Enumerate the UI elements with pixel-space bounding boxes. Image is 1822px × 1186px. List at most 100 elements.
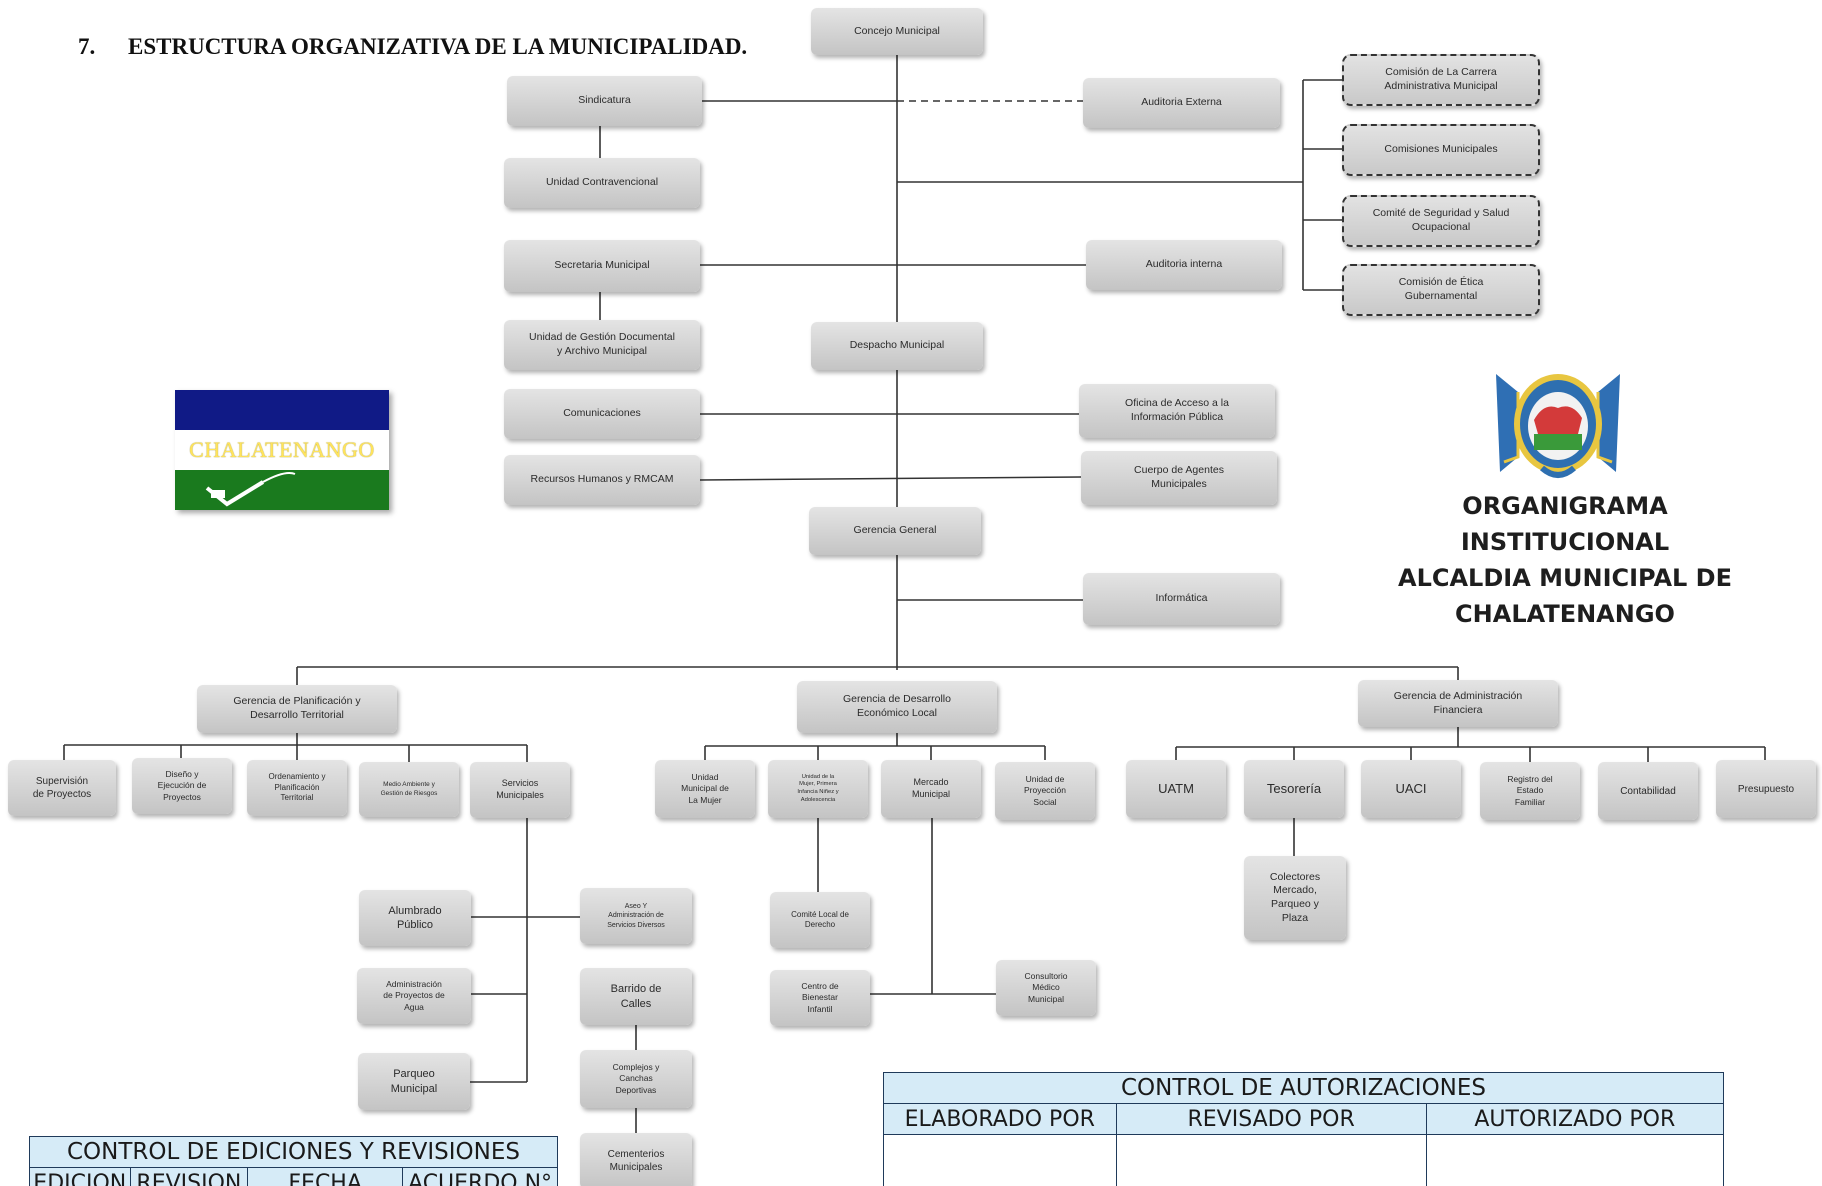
node-unidad-ninez: Unidad de la Mujer, Primera Infancia Niñ… (768, 760, 868, 818)
node-label: Ordenamiento y Planificación Territorial (268, 772, 326, 803)
node-centro-bienestar: Centro de Bienestar Infantil (770, 970, 870, 1026)
control-autorizaciones-title: CONTROL DE AUTORIZACIONES (883, 1072, 1724, 1104)
node-label: Presupuesto (1737, 783, 1795, 795)
node-oficina-acceso-informacion: Oficina de Acceso a la Información Públi… (1079, 384, 1275, 438)
node-mercado-municipal: Mercado Municipal (881, 760, 981, 818)
node-label: Unidad Municipal de La Mujer (681, 772, 729, 805)
node-cuerpo-agentes: Cuerpo de Agentes Municipales (1081, 451, 1277, 505)
node-servicios-municipales: Servicios Municipales (470, 762, 570, 818)
node-comisiones-municipales: Comisiones Municipales (1342, 124, 1540, 176)
flag-stripe-white (175, 430, 389, 470)
node-label: Supervisión de Proyectos (32, 776, 92, 800)
node-supervision-proyectos: Supervisión de Proyectos (8, 760, 116, 816)
node-sindicatura: Sindicatura (507, 76, 702, 126)
node-label: Gerencia General (853, 524, 937, 537)
node-label: Comisión de Ética Gubernamental (1398, 276, 1484, 302)
section-number: 7. (78, 34, 96, 59)
node-diseno-ejecucion: Diseño y Ejecución de Proyectos (132, 758, 232, 814)
node-gerencia-desarrollo: Gerencia de Desarrollo Económico Local (797, 681, 997, 733)
col-edicion: EDICION (29, 1167, 131, 1186)
node-label: Oficina de Acceso a la Información Públi… (1125, 397, 1229, 423)
node-label: Centro de Bienestar Infantil (801, 981, 839, 1014)
col-revision: REVISION (129, 1167, 249, 1186)
node-label: Complejos y Canchas Deportivas (612, 1062, 660, 1095)
node-consultorio-medico: Consultorio Médico Municipal (996, 960, 1096, 1016)
col-autorizado-por: AUTORIZADO POR (1425, 1103, 1725, 1135)
node-ordenamiento-territorial: Ordenamiento y Planificación Territorial (247, 760, 347, 816)
node-parqueo-municipal: Parqueo Municipal (358, 1053, 470, 1110)
node-label: Aseo Y Administración de Servicios Diver… (607, 903, 665, 929)
node-medio-ambiente: Medio Ambiente y Gestión de Riesgos (359, 762, 459, 817)
node-label: Medio Ambiente y Gestión de Riesgos (380, 781, 438, 797)
node-label: Concejo Municipal (854, 24, 940, 37)
node-secretaria-municipal: Secretaria Municipal (504, 240, 700, 292)
node-cementerios: Cementerios Municipales (580, 1133, 692, 1186)
node-label: Tesorería (1266, 780, 1322, 796)
chalatenango-flag: CHALATENANGO (175, 390, 389, 510)
node-label: UATM (1158, 780, 1194, 796)
title-line-1: ORGANIGRAMA INSTITUCIONAL (1460, 492, 1670, 556)
cell-autorizado-por (1425, 1134, 1725, 1186)
node-comite-local-derecho: Comité Local de Derecho (770, 892, 870, 948)
node-label: Informática (1155, 592, 1208, 605)
node-alumbrado-publico: Alumbrado Público (359, 890, 471, 946)
node-gestion-documental: Unidad de Gestión Documental y Archivo M… (504, 320, 700, 370)
node-auditoria-externa: Auditoria Externa (1083, 78, 1280, 128)
node-label: UACI (1395, 780, 1427, 796)
node-label: Unidad de Proyección Social (1023, 774, 1067, 807)
node-tesoreria: Tesorería (1244, 760, 1344, 818)
node-aseo-servicios: Aseo Y Administración de Servicios Diver… (580, 888, 692, 944)
org-chart-title: ORGANIGRAMA INSTITUCIONAL ALCALDIA MUNIC… (1355, 488, 1775, 632)
node-unidad-contravencional: Unidad Contravencional (504, 158, 700, 208)
node-label: Cuerpo de Agentes Municipales (1134, 464, 1224, 490)
node-label: Secretaria Municipal (554, 259, 650, 272)
node-label: Comisión de La Carrera Administrativa Mu… (1384, 66, 1498, 92)
municipal-coat-of-arms-icon (1496, 374, 1620, 478)
node-concejo-municipal: Concejo Municipal (811, 8, 983, 55)
control-ediciones-title: CONTROL DE EDICIONES Y REVISIONES (29, 1136, 558, 1168)
node-label: Unidad de Gestión Documental y Archivo M… (529, 331, 675, 357)
node-gerencia-general: Gerencia General (809, 507, 981, 555)
node-label: Registro del Estado Familiar (1507, 774, 1553, 807)
node-contabilidad: Contabilidad (1598, 762, 1698, 820)
node-label: Mercado Municipal (911, 777, 951, 799)
flag-emblem-icon (205, 472, 296, 507)
col-fecha: FECHA (247, 1167, 404, 1186)
node-label: Auditoria interna (1145, 258, 1223, 271)
node-label: Comisiones Municipales (1384, 143, 1498, 156)
node-label: Consultorio Médico Municipal (1024, 971, 1068, 1004)
node-complejos-deportivos: Complejos y Canchas Deportivas (580, 1050, 692, 1108)
flag-stripe-blue (175, 390, 389, 430)
node-label: Contabilidad (1620, 785, 1676, 797)
title-line-3: CHALATENANGO (1455, 600, 1675, 628)
node-unidad-mujer: Unidad Municipal de La Mujer (655, 760, 755, 818)
node-uatm: UATM (1126, 760, 1226, 818)
flag-label: CHALATENANGO (189, 437, 375, 462)
col-acuerdo: ACUERDO N° (402, 1167, 558, 1186)
node-admin-proyectos-agua: Administración de Proyectos de Agua (357, 968, 471, 1024)
cell-elaborado-por (883, 1134, 1117, 1186)
node-comite-seguridad: Comité de Seguridad y Salud Ocupacional (1342, 195, 1540, 247)
node-label: Gerencia de Desarrollo Económico Local (843, 693, 951, 719)
node-label: Servicios Municipales (496, 778, 544, 800)
node-label: Auditoria Externa (1141, 96, 1222, 109)
node-label: Unidad Contravencional (545, 176, 659, 189)
node-label: Despacho Municipal (849, 339, 945, 352)
node-informatica: Informática (1083, 573, 1280, 625)
node-label: Barrido de Calles (610, 983, 662, 1010)
node-comision-carrera: Comisión de La Carrera Administrativa Mu… (1342, 54, 1540, 106)
node-label: Parqueo Municipal (390, 1068, 438, 1095)
section-heading: 7.ESTRUCTURA ORGANIZATIVA DE LA MUNICIPA… (78, 34, 747, 60)
col-elaborado-por: ELABORADO POR (883, 1103, 1117, 1135)
node-comunicaciones: Comunicaciones (504, 389, 700, 439)
title-line-2: ALCALDIA MUNICIPAL DE (1398, 564, 1732, 592)
cell-revisado-por (1115, 1134, 1427, 1186)
node-label: Diseño y Ejecución de Proyectos (157, 769, 207, 802)
node-registro-estado-familiar: Registro del Estado Familiar (1480, 762, 1580, 820)
node-label: Unidad de la Mujer, Primera Infancia Niñ… (797, 773, 839, 803)
col-revisado-por: REVISADO POR (1115, 1103, 1427, 1135)
control-ediciones-table: CONTROL DE EDICIONES Y REVISIONES EDICIO… (29, 1136, 558, 1186)
node-label: Comunicaciones (563, 407, 641, 420)
node-label: Alumbrado Público (388, 904, 442, 931)
